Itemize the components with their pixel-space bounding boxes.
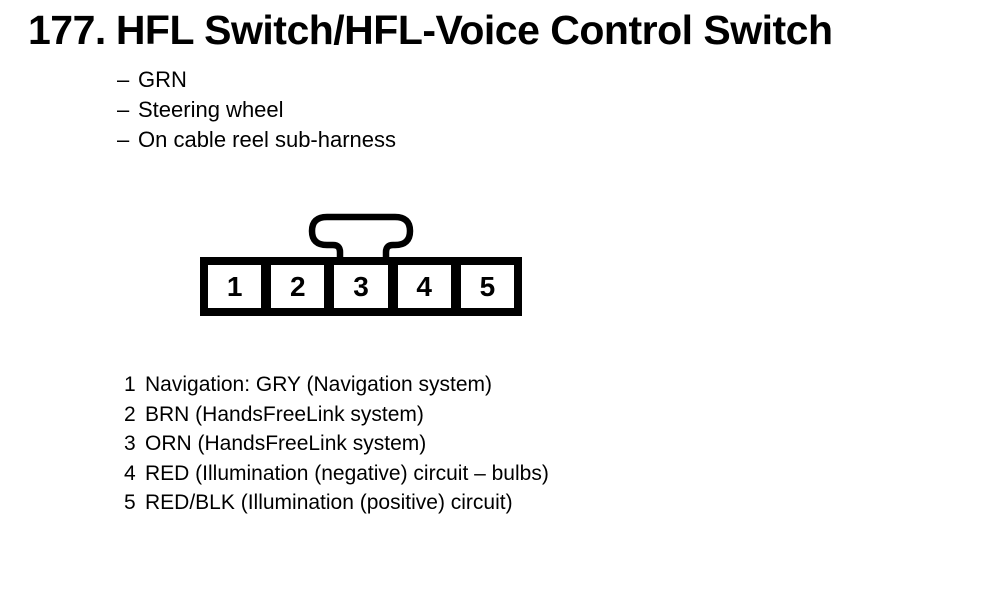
legend-pin-number: 1 [124, 373, 136, 396]
pin-number: 4 [416, 270, 432, 302]
pin-cell-1: 1 [208, 265, 272, 308]
note-text: On cable reel sub-harness [138, 127, 397, 152]
pin-number: 5 [479, 270, 496, 302]
legend-row: 5 RED/BLK (Illumination (positive) circu… [124, 488, 549, 518]
bullet-dash: – [117, 97, 130, 122]
legend-pin-description: RED (Illumination (negative) circuit – b… [145, 461, 549, 485]
legend-pin-description: ORN (HandsFreeLink system) [145, 432, 427, 456]
pin-cell-2: 2 [271, 265, 335, 308]
note-item: – Steering wheel [117, 95, 396, 125]
legend-pin-number: 2 [124, 402, 136, 426]
legend-pin-number: 4 [124, 461, 136, 485]
connector-tab-icon [308, 213, 414, 263]
legend-pin-number: 5 [124, 491, 136, 515]
section-heading: 177. HFL Switch/HFL-Voice Control Switch [28, 7, 833, 53]
connector-body: 1 2 3 4 5 [200, 257, 522, 316]
bullet-dash: – [117, 127, 130, 152]
pin-number: 3 [353, 270, 369, 302]
pin-number: 2 [290, 270, 306, 302]
section-number: 177. [28, 7, 106, 53]
note-text: Steering wheel [138, 97, 284, 122]
legend-row: 3 ORN (HandsFreeLink system) [124, 429, 549, 459]
pin-cell-3: 3 [334, 265, 398, 308]
note-item: – GRN [117, 65, 396, 95]
legend-pin-number: 3 [124, 432, 136, 456]
pin-number: 1 [226, 270, 243, 302]
bullet-dash: – [117, 67, 130, 92]
page-title: HFL Switch/HFL-Voice Control Switch [115, 7, 833, 53]
pin-cell-4: 4 [398, 265, 461, 308]
pin-cell-5: 5 [461, 265, 514, 308]
legend-pin-description: RED/BLK (Illumination (positive) circuit… [145, 491, 513, 515]
note-text: GRN [138, 67, 187, 92]
legend-pin-description: BRN (HandsFreeLink system) [145, 402, 424, 426]
legend-row: 4 RED (Illumination (negative) circuit –… [124, 459, 549, 489]
note-item: – On cable reel sub-harness [117, 125, 396, 155]
legend-pin-description: Navigation: GRY (Navigation system) [145, 373, 493, 396]
legend-row: 2 BRN (HandsFreeLink system) [124, 400, 549, 430]
pin-legend: 1 Navigation: GRY (Navigation system) 2 … [124, 370, 549, 518]
notes-list: – GRN – Steering wheel – On cable reel s… [117, 65, 396, 155]
legend-row: 1 Navigation: GRY (Navigation system) [124, 370, 549, 400]
